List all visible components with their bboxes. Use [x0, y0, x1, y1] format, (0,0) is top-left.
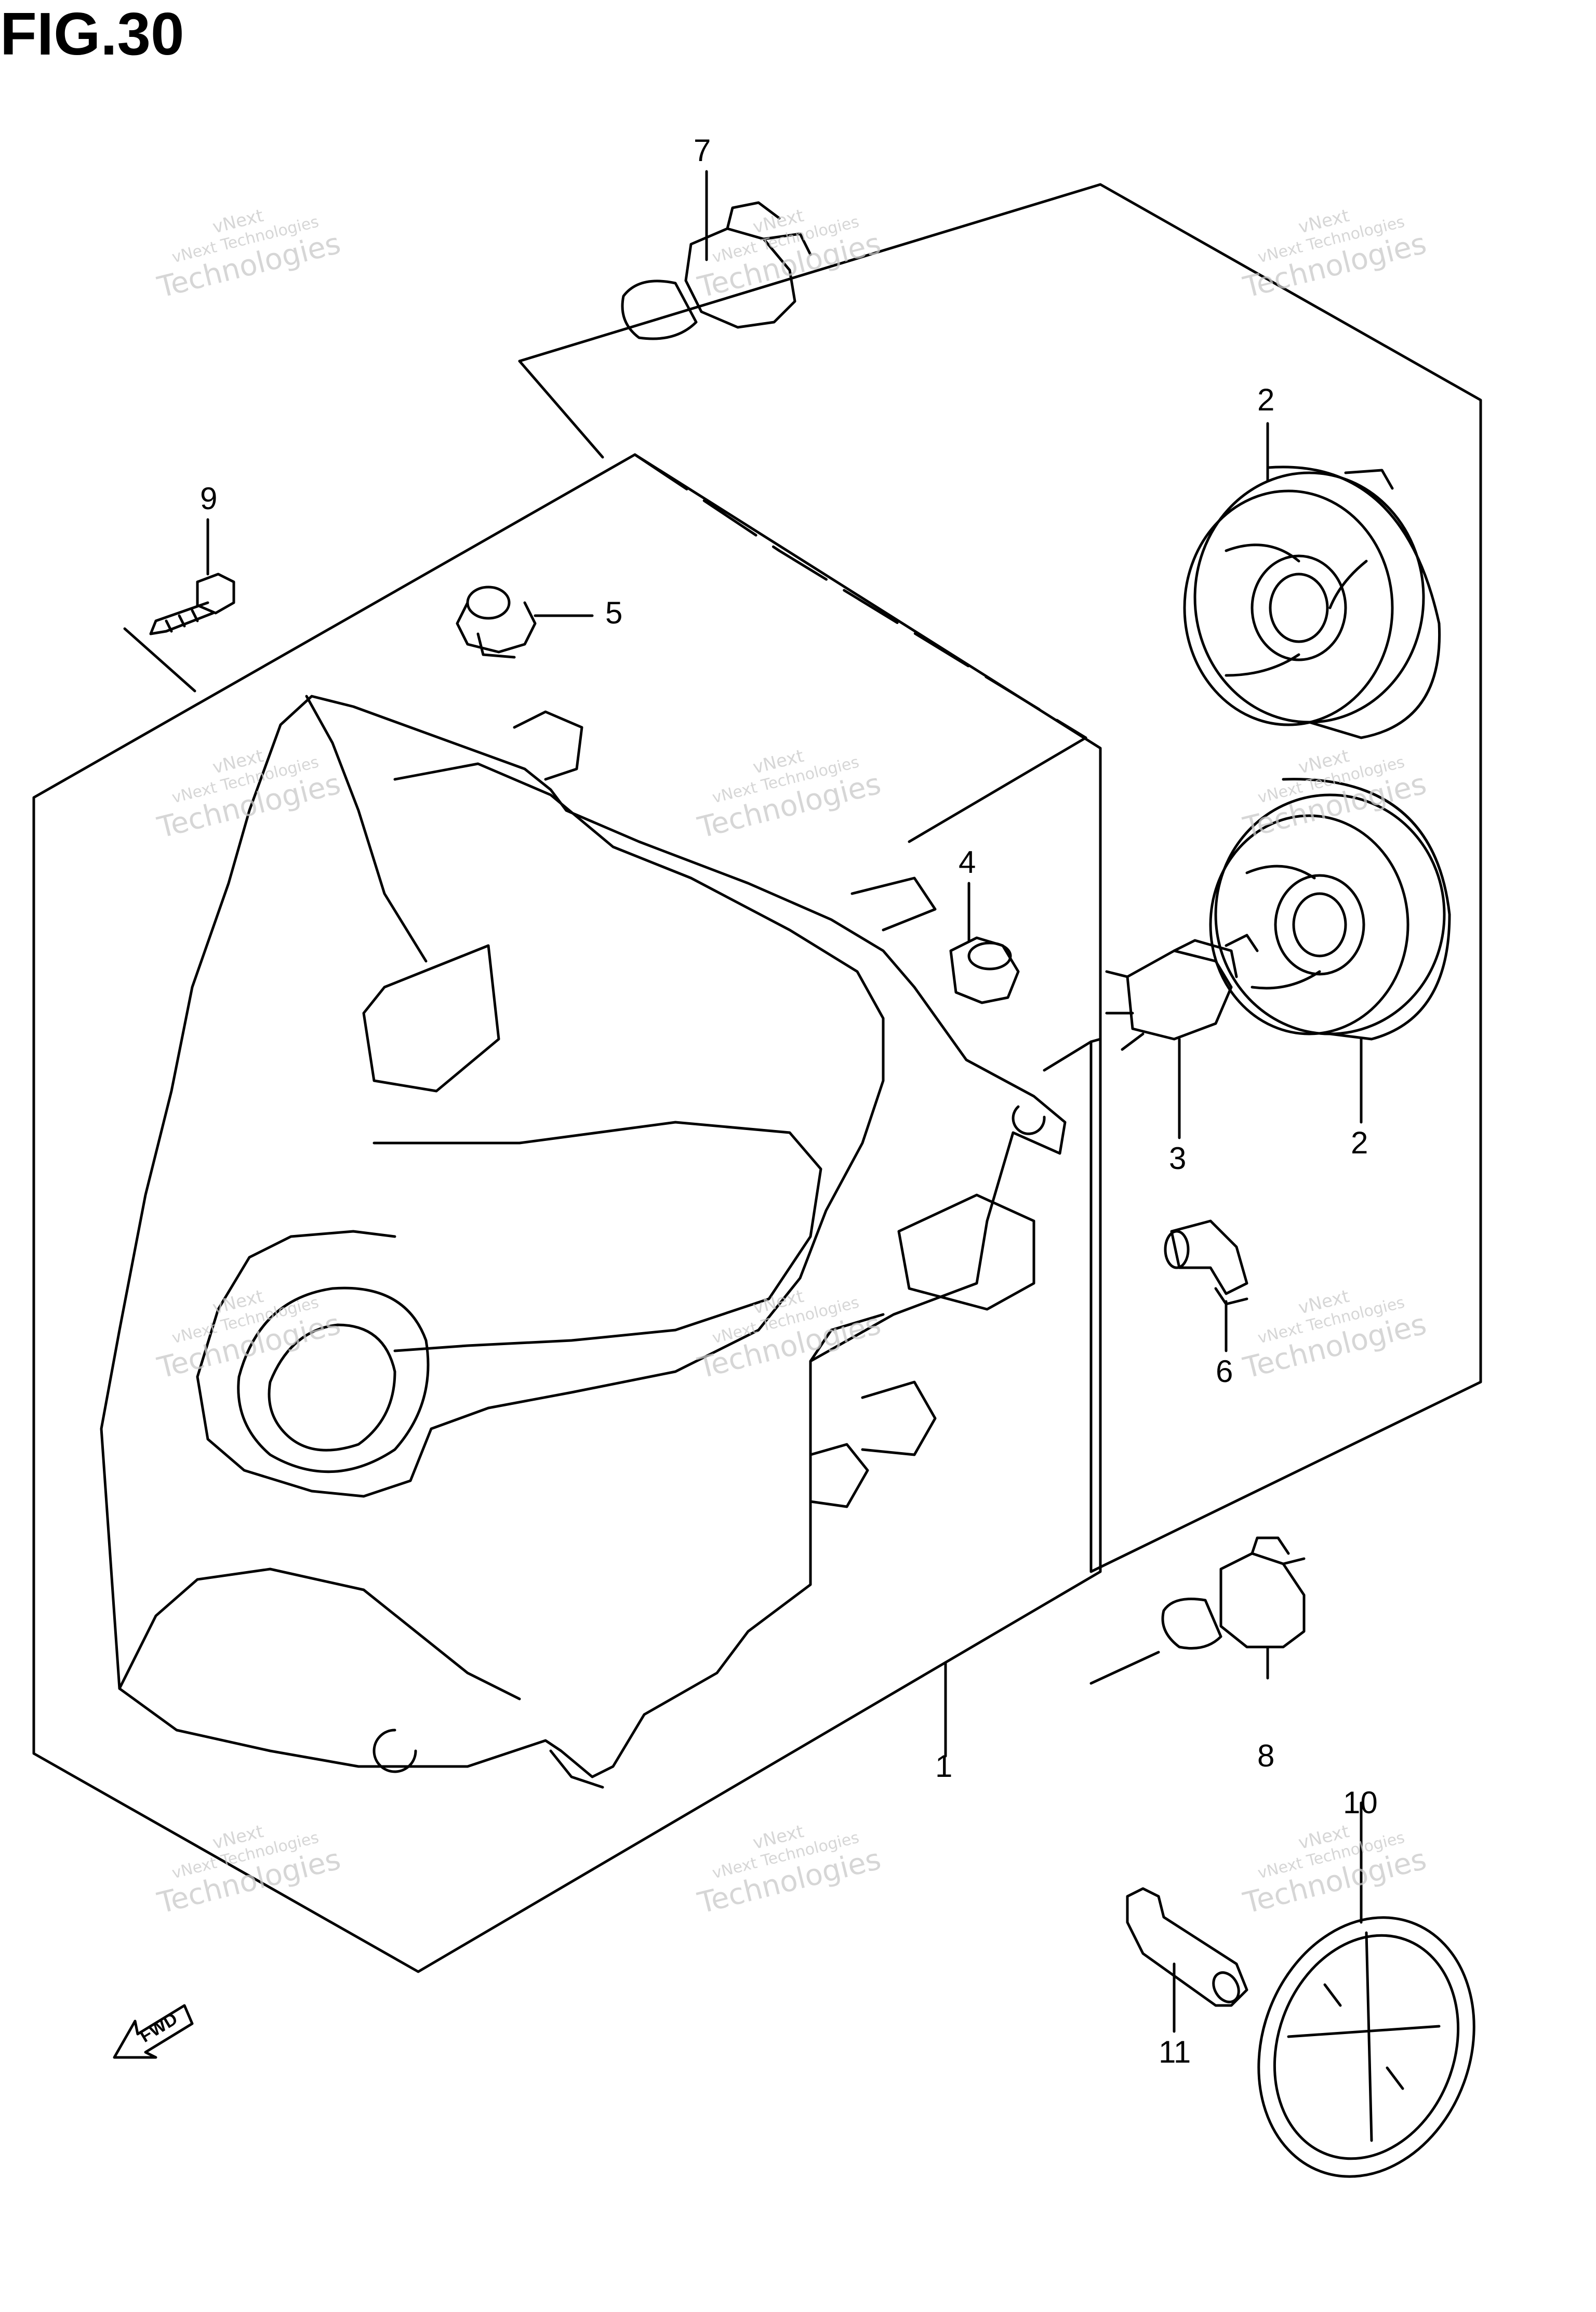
part-3-socket — [1105, 934, 1259, 1051]
callout-2-upper: 2 — [1257, 382, 1274, 417]
part-4-grommet — [949, 936, 1020, 1004]
part-2-upper-reflector — [1183, 466, 1441, 739]
part-10-lens-cap — [1257, 1801, 1475, 2178]
headlight-housing — [100, 695, 1067, 1789]
fig-title: FIG.30 — [0, 0, 184, 68]
part-8-bulb — [1161, 1536, 1306, 1680]
dashed-leader-line — [633, 453, 1087, 739]
fwd-arrow-icon: FWD — [113, 2004, 194, 2059]
part-6-elbow — [1164, 1219, 1248, 1337]
part-7-bulb — [621, 201, 812, 340]
callout-2-lower: 2 — [1351, 1125, 1368, 1160]
part-5-grommet — [456, 586, 594, 659]
callout-11: 11 — [1159, 2035, 1191, 2069]
callout-10: 10 — [1343, 1785, 1378, 1820]
callout-6: 6 — [1216, 1354, 1233, 1389]
callout-1: 1 — [935, 1749, 952, 1784]
part-9-screw — [149, 518, 235, 635]
callout-9: 9 — [200, 481, 217, 516]
bulb-group-box-inner — [518, 360, 604, 459]
callout-8: 8 — [1257, 1738, 1274, 1773]
callout-7: 7 — [694, 133, 711, 168]
callout-4: 4 — [959, 845, 976, 880]
callout-5: 5 — [605, 595, 622, 630]
leader-box-lines — [123, 627, 1160, 1685]
part-2-lower-reflector — [1209, 778, 1451, 1041]
callout-3: 3 — [1169, 1141, 1186, 1176]
part-11-pin — [1126, 1887, 1248, 2033]
assembly-box-outline — [32, 453, 1102, 1973]
